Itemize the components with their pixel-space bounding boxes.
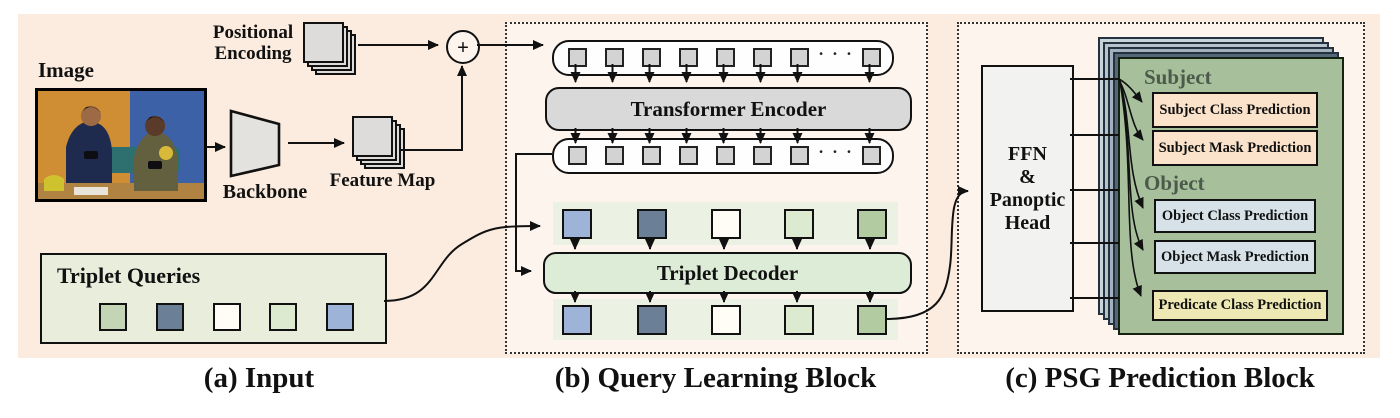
input-image	[35, 88, 207, 202]
ellipsis: · · ·	[818, 142, 854, 161]
decoder-output-square	[784, 305, 814, 335]
subject-mask-prediction-box: Subject Mask Prediction	[1152, 130, 1318, 166]
ffn-line: Panoptic	[989, 188, 1066, 211]
predicate-class-prediction-box: Predicate Class Prediction	[1152, 290, 1328, 321]
positional-encoding-stack-icon	[303, 22, 356, 75]
query-square	[156, 303, 184, 331]
backbone-shape	[229, 109, 281, 178]
feature-map-label: Feature Map	[329, 170, 436, 191]
decoder-output-square	[637, 305, 667, 335]
decoder-output-square	[711, 305, 741, 335]
decoder-input-square	[784, 209, 814, 239]
image-label: Image	[38, 58, 94, 82]
decoder-input-square	[857, 209, 887, 239]
transformer-encoder-box: Transformer Encoder	[545, 87, 912, 131]
prediction-panel: Subject Subject Class Prediction Subject…	[1118, 57, 1344, 335]
transformer-encoder-label: Transformer Encoder	[630, 96, 827, 121]
object-class-prediction-box: Object Class Prediction	[1154, 199, 1316, 233]
decoder-input-square	[711, 209, 741, 239]
positional-encoding-label: Positional Encoding	[212, 22, 294, 64]
object-heading: Object	[1144, 171, 1205, 195]
caption-psg-prediction-block: (c) PSG Prediction Block	[1005, 362, 1315, 394]
decoder-input-square	[562, 209, 592, 239]
encoder-input-pill: · · ·	[552, 40, 894, 76]
ffn-line: &	[1019, 165, 1036, 188]
subject-heading: Subject	[1144, 65, 1212, 89]
caption-input: (a) Input	[203, 362, 315, 394]
caption-query-learning-block: (b) Query Learning Block	[554, 362, 877, 394]
decoder-input-square	[637, 209, 667, 239]
query-square	[326, 303, 354, 331]
ffn-panoptic-head-box: FFN & Panoptic Head	[981, 65, 1074, 312]
add-icon: +	[446, 30, 480, 64]
query-square	[99, 303, 127, 331]
triplet-queries-title: Triplet Queries	[57, 263, 201, 288]
encoder-output-pill: · · ·	[552, 138, 894, 174]
triplet-decoder-label: Triplet Decoder	[656, 260, 799, 285]
query-square	[269, 303, 297, 331]
triplet-queries-box: Triplet Queries	[40, 253, 387, 344]
subject-class-prediction-box: Subject Class Prediction	[1152, 92, 1318, 128]
ellipsis: · · ·	[818, 44, 854, 63]
ffn-line: Head	[1004, 211, 1051, 234]
ffn-line: FFN	[1008, 142, 1047, 165]
backbone-label: Backbone	[222, 181, 308, 203]
input-image-art	[38, 91, 204, 199]
query-square	[213, 303, 241, 331]
triplet-decoder-box: Triplet Decoder	[543, 252, 912, 294]
feature-map-stack-icon	[352, 116, 405, 169]
decoder-output-square	[562, 305, 592, 335]
decoder-output-square	[857, 305, 887, 335]
object-mask-prediction-box: Object Mask Prediction	[1154, 240, 1316, 274]
